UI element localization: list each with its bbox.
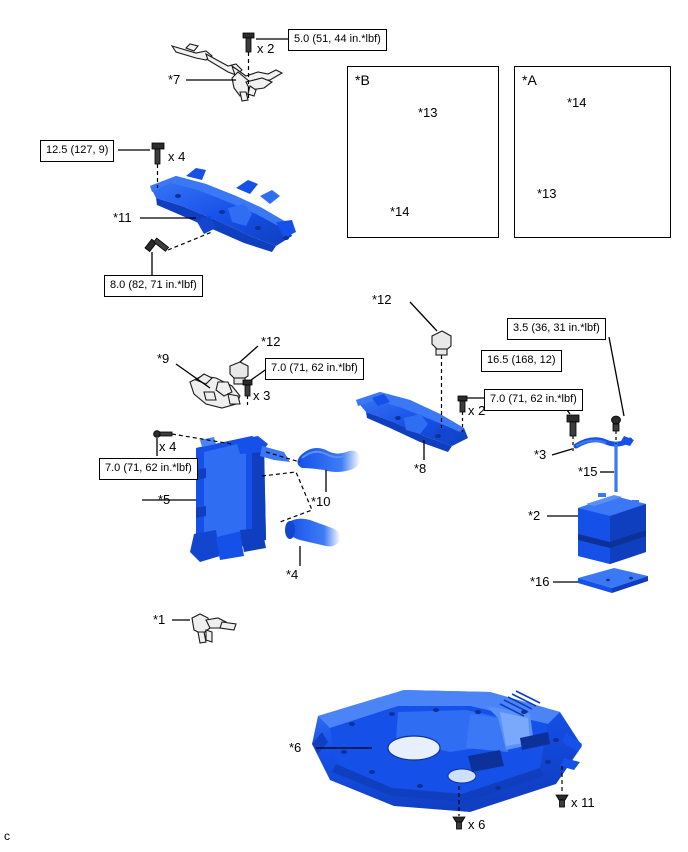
bolt-icon-part-11-upper	[151, 142, 165, 165]
part-ref-9: *9	[157, 351, 170, 366]
detail-panel-a-title: *A	[522, 72, 537, 88]
part-ref-2: *2	[528, 508, 541, 523]
torque-spec-12-5: 12.5 (127, 9)	[40, 140, 115, 162]
part-1-artwork	[191, 613, 237, 644]
part-10-artwork	[297, 448, 361, 472]
part-2-artwork	[578, 493, 646, 564]
part-8-artwork	[356, 392, 468, 452]
bolt-icon-part-8	[457, 395, 468, 413]
part-ref-15: *15	[578, 464, 598, 479]
part-ref-1: *1	[153, 612, 166, 627]
detail-panel-b-callout-14: *14	[390, 204, 410, 219]
detail-panel-a: *A	[514, 66, 671, 238]
bolt-icon-part-5	[153, 430, 173, 438]
detail-panel-a-callout-14: *14	[567, 95, 587, 110]
bolt-icon-16-5	[566, 414, 580, 437]
quantity-part-8: x 2	[468, 403, 486, 418]
detail-panel-b-title: *B	[355, 72, 370, 88]
detail-panel-b: *B	[347, 66, 499, 238]
quantity-part-9: x 3	[253, 388, 271, 403]
part-ref-7: *7	[168, 72, 181, 87]
bolt-icon-part-11-lower	[144, 237, 170, 253]
part-ref-8: *8	[414, 461, 427, 476]
bolt-icon-3-5	[611, 415, 621, 432]
torque-spec-7-0-near-part-5: 7.0 (71, 62 in.*lbf)	[99, 458, 198, 480]
part-ref-12-left: *12	[261, 334, 281, 349]
clip-icon-floor-6	[452, 816, 466, 830]
bolt-icon-part-9	[242, 379, 253, 397]
part-11-artwork	[150, 168, 296, 252]
quantity-floor-clip-11: x 11	[571, 795, 595, 810]
detail-panel-b-callout-13: *13	[418, 105, 438, 120]
torque-spec-7-0-near-part-8: 7.0 (71, 62 in.*lbf)	[484, 389, 583, 411]
part-ref-12-centre: *12	[372, 292, 392, 307]
part-ref-4: *4	[286, 567, 299, 582]
torque-spec-3-5: 3.5 (36, 31 in.*lbf)	[507, 318, 606, 340]
torque-spec-7-0-near-part-9: 7.0 (71, 62 in.*lbf)	[265, 358, 364, 380]
part-ref-3: *3	[534, 447, 547, 462]
torque-spec-5-0: 5.0 (51, 44 in.*lbf)	[288, 29, 387, 51]
quantity-part-11: x 4	[168, 149, 186, 164]
torque-spec-16-5: 16.5 (168, 12)	[481, 350, 562, 372]
part-4-artwork	[285, 518, 341, 547]
part-7-artwork	[170, 43, 284, 102]
part-ref-16: *16	[530, 574, 550, 589]
detail-panel-a-callout-13: *13	[537, 186, 557, 201]
torque-spec-8-0: 8.0 (82, 71 in.*lbf)	[104, 275, 203, 297]
part-6-artwork	[312, 690, 582, 812]
quantity-part-5: x 4	[159, 439, 177, 454]
bolt-icon-top	[242, 32, 255, 53]
part-5-artwork	[190, 436, 290, 562]
part-12a-artwork	[229, 361, 249, 385]
quantity-floor-clip-6: x 6	[468, 817, 486, 832]
part-9-artwork	[189, 373, 241, 409]
part-ref-10: *10	[311, 494, 331, 509]
page-corner-mark: c	[4, 829, 10, 843]
part-12b-artwork	[431, 330, 452, 356]
quantity-top-bolt: x 2	[257, 41, 275, 56]
part-3-artwork	[573, 436, 634, 449]
part-ref-6: *6	[289, 740, 302, 755]
part-16-artwork	[578, 568, 648, 593]
part-ref-5: *5	[158, 492, 171, 507]
clip-icon-floor-11	[555, 794, 569, 808]
part-ref-11: *11	[113, 210, 132, 225]
